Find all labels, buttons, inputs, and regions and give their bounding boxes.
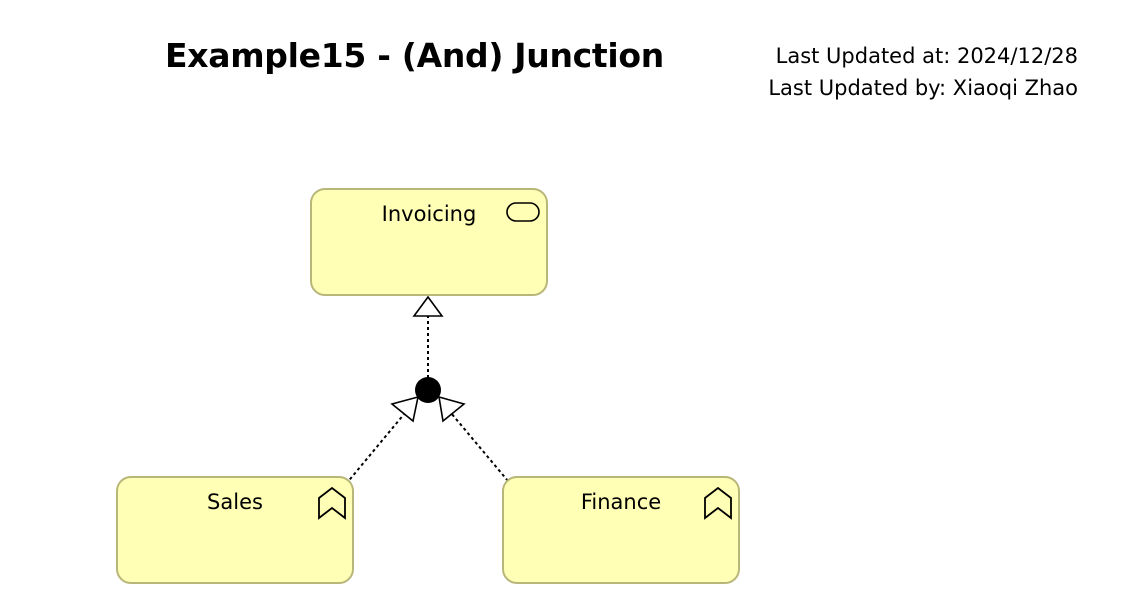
realization-sales-to-junction [345,412,406,485]
realization-arrowhead-sales [390,395,420,423]
business-function-icon [318,486,346,520]
node-finance-label: Finance [580,490,662,514]
last-updated-at: Last Updated at: 2024/12/28 [775,44,1078,68]
realization-finance-to-junction [450,412,509,482]
diagram-title: Example15 - (And) Junction [165,36,664,75]
realization-arrowhead-invoicing [412,295,444,317]
node-sales-label: Sales [207,490,263,514]
and-junction[interactable] [415,377,441,403]
business-function-icon [704,486,732,520]
node-sales[interactable]: Sales [116,476,354,584]
node-invoicing[interactable]: Invoicing [310,188,548,296]
business-service-icon [506,202,540,222]
node-invoicing-label: Invoicing [381,202,477,226]
realization-arrowhead-finance [438,395,466,423]
node-finance[interactable]: Finance [502,476,740,584]
last-updated-by: Last Updated by: Xiaoqi Zhao [768,76,1078,100]
update-info: Last Updated at: 2024/12/28 Last Updated… [768,40,1078,104]
